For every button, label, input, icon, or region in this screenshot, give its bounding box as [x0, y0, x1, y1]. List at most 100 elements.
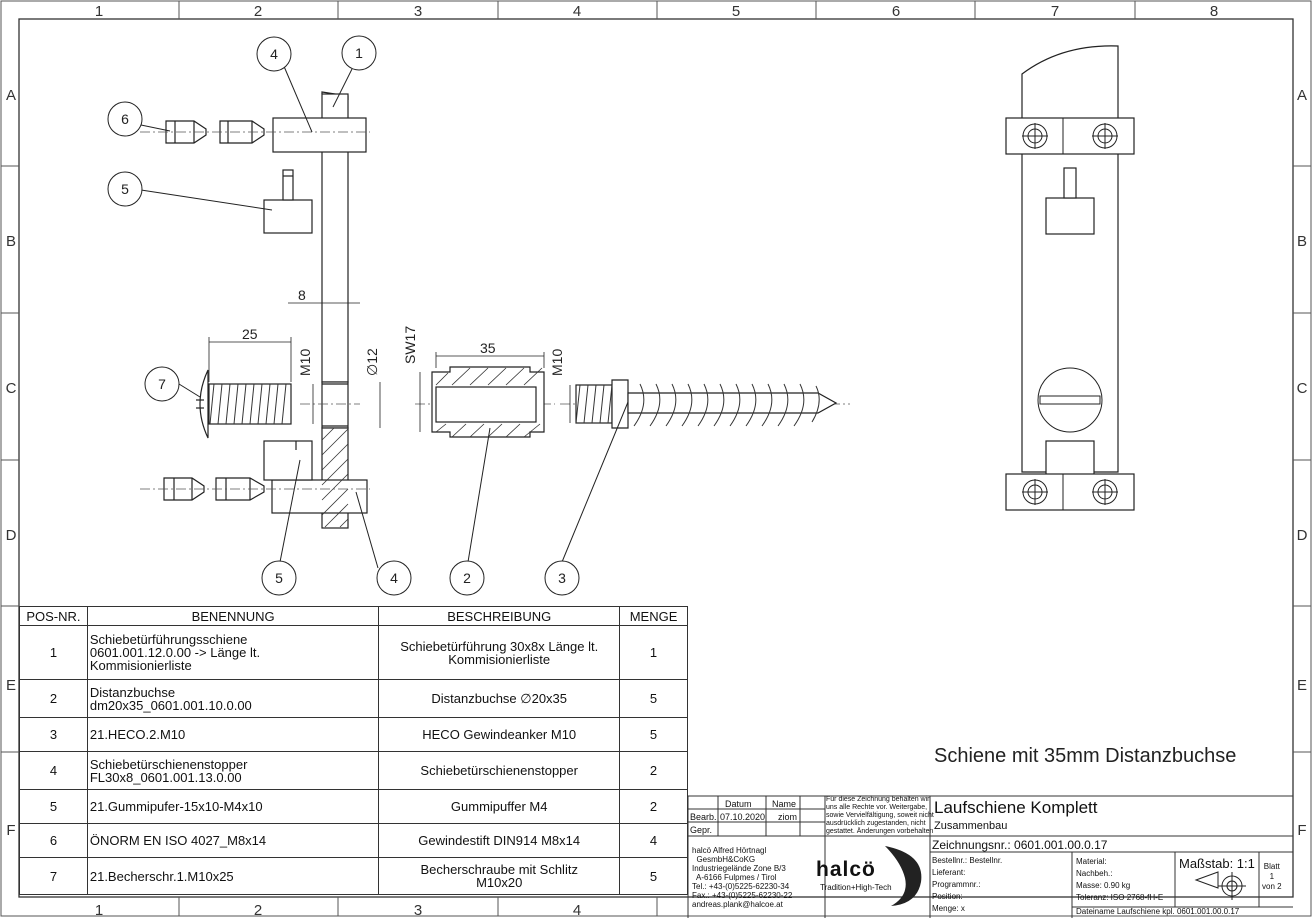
- cell-qty: 5: [619, 679, 688, 718]
- dim-anchor-thread: M10: [549, 349, 565, 376]
- grid-col-2: 2: [254, 3, 262, 20]
- balloon-top-4: 4: [270, 46, 278, 62]
- balloon-top-1: 1: [355, 45, 363, 61]
- grid-row-f-right: F: [1297, 822, 1306, 839]
- balloon-bottom-4: 4: [390, 570, 398, 586]
- col-pos: POS-NR.: [19, 606, 88, 626]
- grid-col-1-bottom: 1: [95, 902, 103, 918]
- cell-name: Schiebetürführungsschiene 0601.001.12.0.…: [86, 625, 380, 680]
- grid-row-c-right: C: [1297, 380, 1308, 397]
- grid-row-e: E: [6, 677, 16, 694]
- balloon-top-6: 6: [121, 111, 129, 127]
- dim-rail-thickness: 8: [298, 287, 306, 303]
- dim-bushing-sw: SW17: [402, 326, 418, 364]
- rail-side-view: [163, 91, 368, 529]
- cell-desc: Schiebetürführung 30x8x Länge lt. Kommis…: [378, 625, 621, 680]
- dim-rail-hole: ∅12: [364, 348, 380, 376]
- grid-col-2-bottom: 2: [254, 902, 262, 918]
- cell-name: Distanzbuchse dm20x35_0601.001.10.0.00: [86, 679, 380, 718]
- balloon-top-5: 5: [121, 181, 129, 197]
- cell-name: Schiebetürschienenstopper FL30x8_0601.00…: [86, 751, 380, 790]
- dim-screw-thread: M10: [297, 349, 313, 376]
- tb-bearb-label: Bearb.: [690, 812, 717, 822]
- grid-col-8: 8: [1210, 3, 1218, 20]
- cell-pos: 1: [19, 625, 88, 680]
- cell-pos: 7: [19, 857, 88, 895]
- tb-rights-note: Für diese Zeichnung behalten wir uns all…: [826, 796, 934, 835]
- col-qty: MENGE: [619, 606, 688, 626]
- halco-logo-mark: [885, 846, 922, 906]
- grid-row-b: B: [6, 233, 16, 250]
- grid-row-a-right: A: [1297, 87, 1307, 104]
- balloon-left-7: 7: [158, 376, 166, 392]
- grid-col-7: 7: [1051, 3, 1059, 20]
- halco-tagline: Tradition+High-Tech: [820, 883, 892, 892]
- cell-pos: 3: [19, 717, 88, 752]
- tb-bearb-date: 07.10.2020: [720, 812, 766, 822]
- grid-row-a: A: [6, 87, 16, 104]
- distance-bushing: [431, 366, 545, 438]
- sheet-title: Laufschiene Komplett: [934, 798, 1098, 817]
- cell-name: ÖNORM EN ISO 4027_M8x14: [86, 823, 380, 858]
- cell-desc: Schiebetürschienenstopper: [378, 751, 621, 790]
- cell-qty: 1: [619, 625, 688, 680]
- grid-col-5: 5: [732, 3, 740, 20]
- sheet-count: Blatt 1 von 2: [1262, 862, 1282, 891]
- cell-name: 21.Becherschr.1.M10x25: [86, 857, 380, 895]
- grid-row-b-right: B: [1297, 233, 1307, 250]
- grid-col-4-bottom: 4: [573, 902, 581, 918]
- cell-desc: Becherschraube mit Schlitz M10x20: [378, 857, 621, 895]
- cell-desc: Gewindestift DIN914 M8x14: [378, 823, 621, 858]
- grid-col-3-bottom: 3: [414, 902, 422, 918]
- cell-desc: Gummipuffer M4: [378, 789, 621, 824]
- balloon-bottom-5: 5: [275, 570, 283, 586]
- drawing-caption: Schiene mit 35mm Distanzbuchse: [934, 745, 1237, 767]
- col-desc: BESCHREIBUNG: [378, 606, 621, 626]
- becher-screw: [196, 369, 292, 439]
- cell-qty: 5: [619, 717, 688, 752]
- balloon-bottom-2: 2: [463, 570, 471, 586]
- cell-qty: 4: [619, 823, 688, 858]
- sheet-subtitle: Zusammenbau: [934, 820, 1008, 832]
- cell-name: 21.HECO.2.M10: [86, 717, 380, 752]
- tb-col-name: Name: [772, 799, 797, 809]
- tb-gepr-label: Gepr.: [690, 825, 713, 835]
- heco-anchor: [575, 379, 838, 429]
- grid-row-e-right: E: [1297, 677, 1307, 694]
- tb-bearb-name: ziom: [778, 812, 798, 822]
- material-fields: Material: Nachbeh.: Masse: 0.90 kg Toler…: [1076, 857, 1164, 902]
- file-name: Dateiname Laufschiene kpl. 0601.001.00.0…: [1076, 907, 1240, 916]
- order-fields: Bestellnr.: Bestellnr. Lieferant: Progra…: [932, 856, 1003, 913]
- cell-desc: HECO Gewindeanker M10: [378, 717, 621, 752]
- cell-pos: 4: [19, 751, 88, 790]
- grid-col-3: 3: [414, 3, 422, 20]
- cell-qty: 2: [619, 751, 688, 790]
- cell-qty: 2: [619, 789, 688, 824]
- dim-screw-length: 25: [242, 326, 258, 342]
- grid-row-f: F: [6, 822, 15, 839]
- grid-row-d-right: D: [1297, 527, 1308, 544]
- balloon-bottom-3: 3: [558, 570, 566, 586]
- cell-desc: Distanzbuchse ∅20x35: [378, 679, 621, 718]
- grid-col-4: 4: [573, 3, 581, 20]
- cell-name: 21.Gummipufer-15x10-M4x10: [86, 789, 380, 824]
- drawing-number: Zeichnungsnr.: 0601.001.00.0.17: [932, 838, 1108, 852]
- cell-pos: 6: [19, 823, 88, 858]
- cell-qty: 5: [619, 857, 688, 895]
- grid-col-6: 6: [892, 3, 900, 20]
- halco-logo: halcö: [816, 858, 876, 881]
- rail-front-view: [1005, 45, 1135, 511]
- col-name: BENENNUNG: [86, 606, 380, 626]
- grid-col-1: 1: [95, 3, 103, 20]
- company-address: halcö Alfred Hörtnagl GesmbH&CoKG Indust…: [692, 846, 793, 909]
- dim-bushing-length: 35: [480, 340, 496, 356]
